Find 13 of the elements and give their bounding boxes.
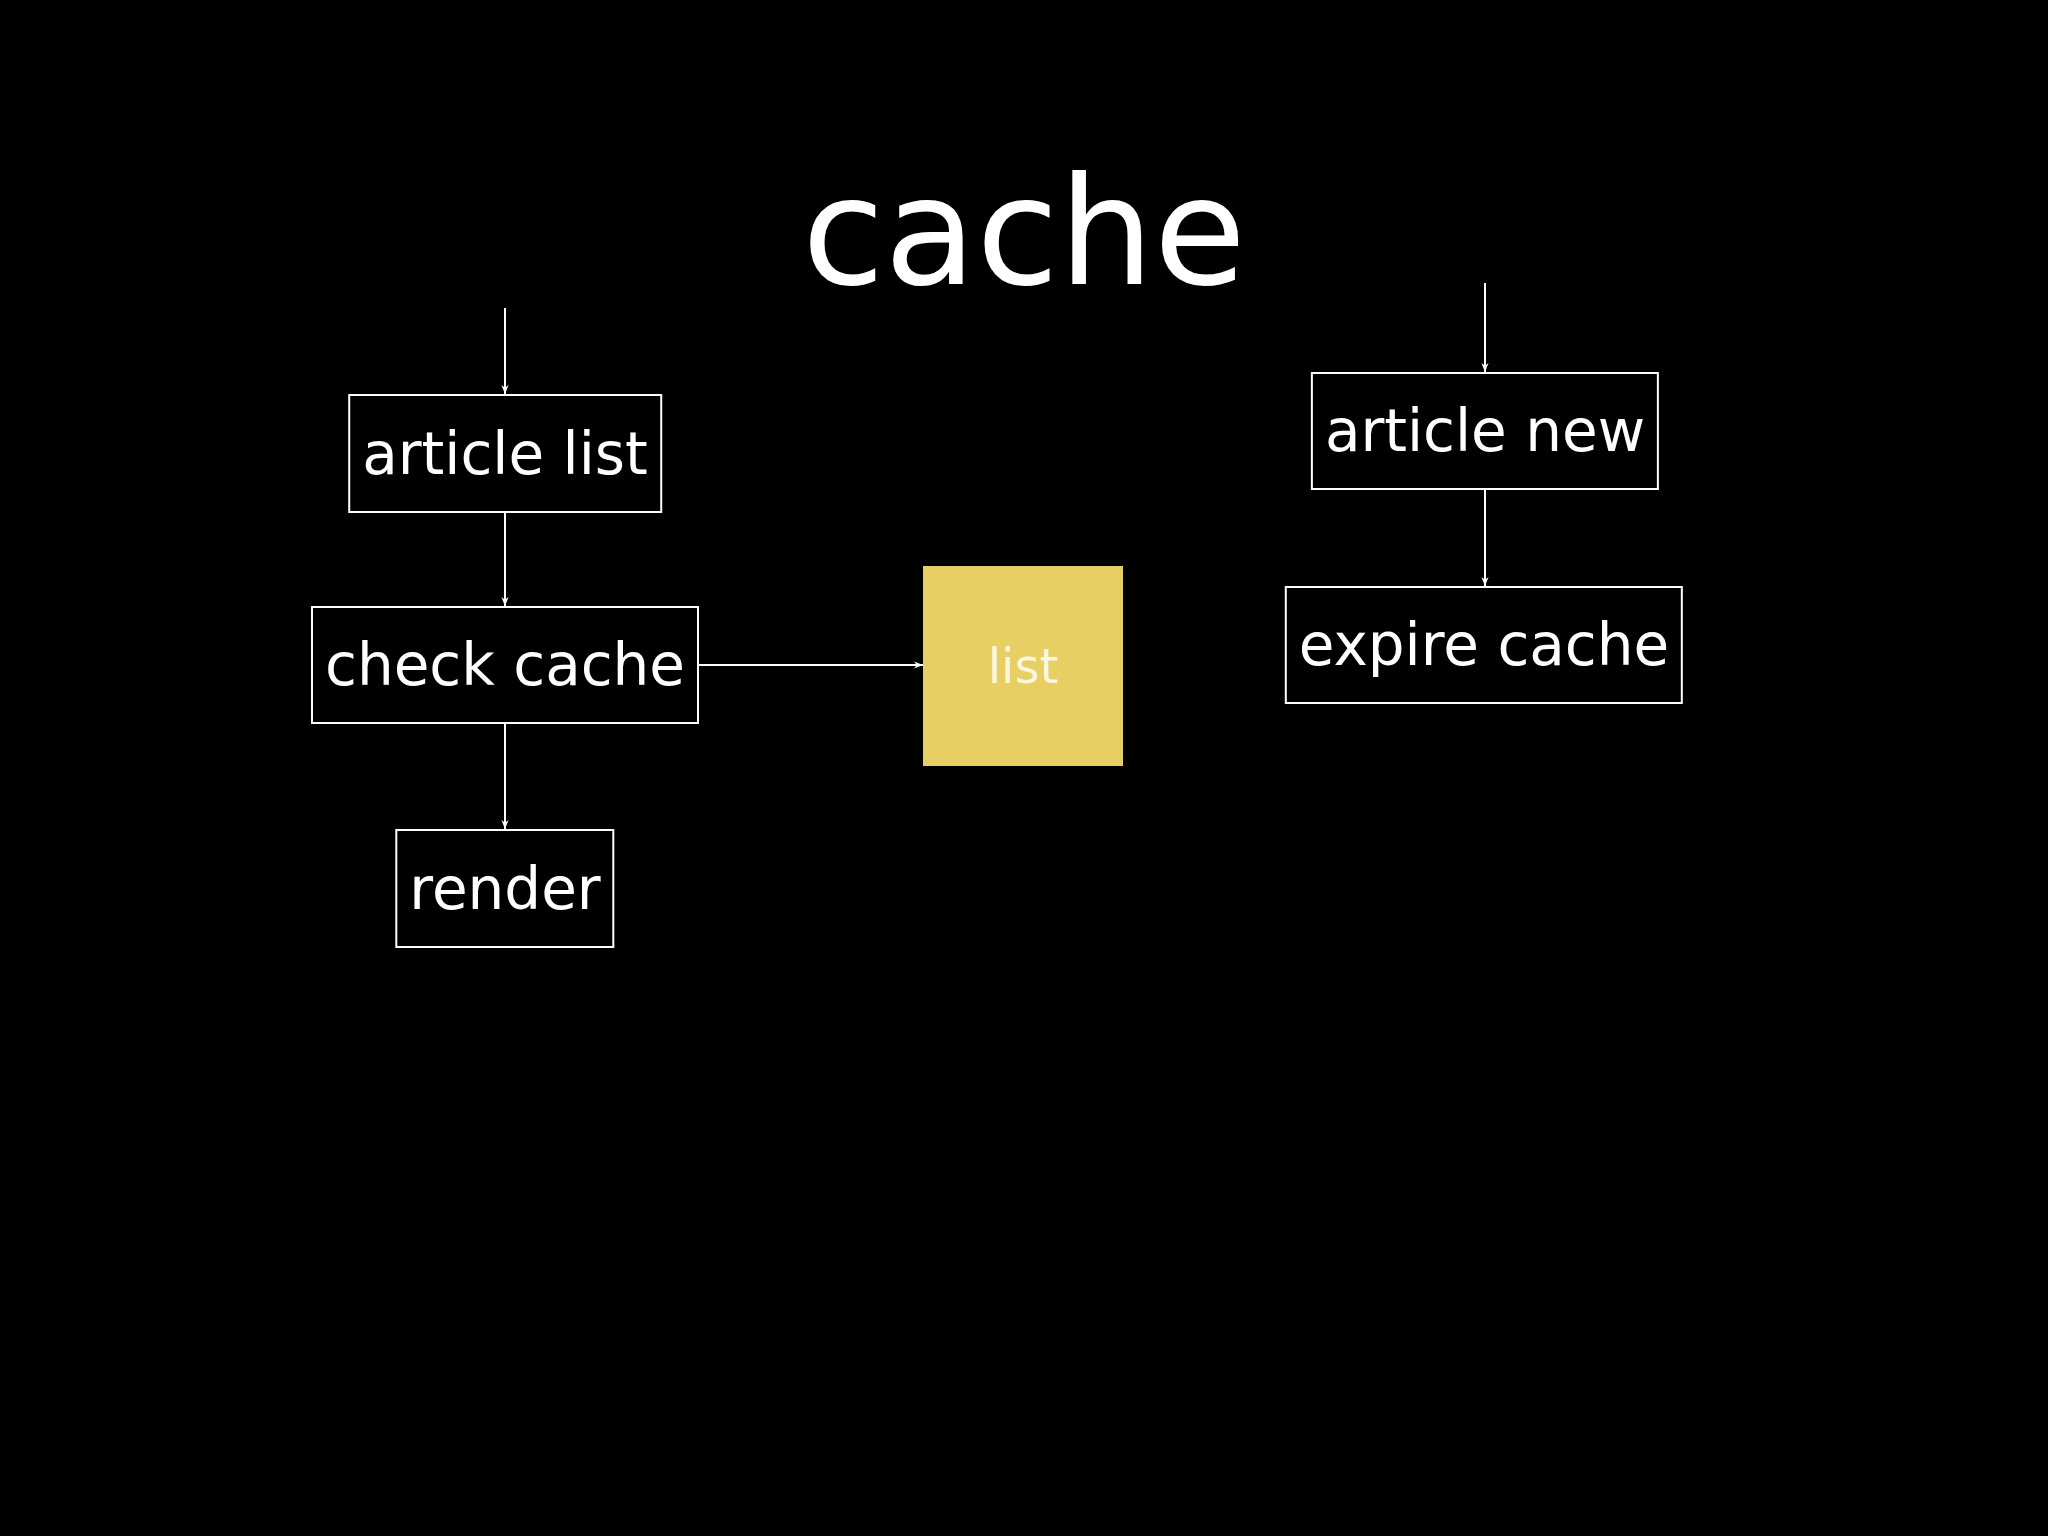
sticky-note: list — [923, 566, 1123, 766]
arrow — [501, 723, 509, 830]
process-box: article new — [1310, 372, 1660, 490]
slide-title: cache — [801, 150, 1247, 315]
arrow — [501, 512, 509, 607]
arrow — [501, 307, 509, 395]
arrow — [1481, 489, 1489, 587]
arrow — [698, 661, 924, 669]
process-box: expire cache — [1284, 586, 1684, 704]
process-box: check cache — [311, 606, 699, 724]
arrow — [1481, 282, 1489, 373]
process-box: render — [395, 829, 615, 948]
process-box: article list — [348, 394, 662, 513]
